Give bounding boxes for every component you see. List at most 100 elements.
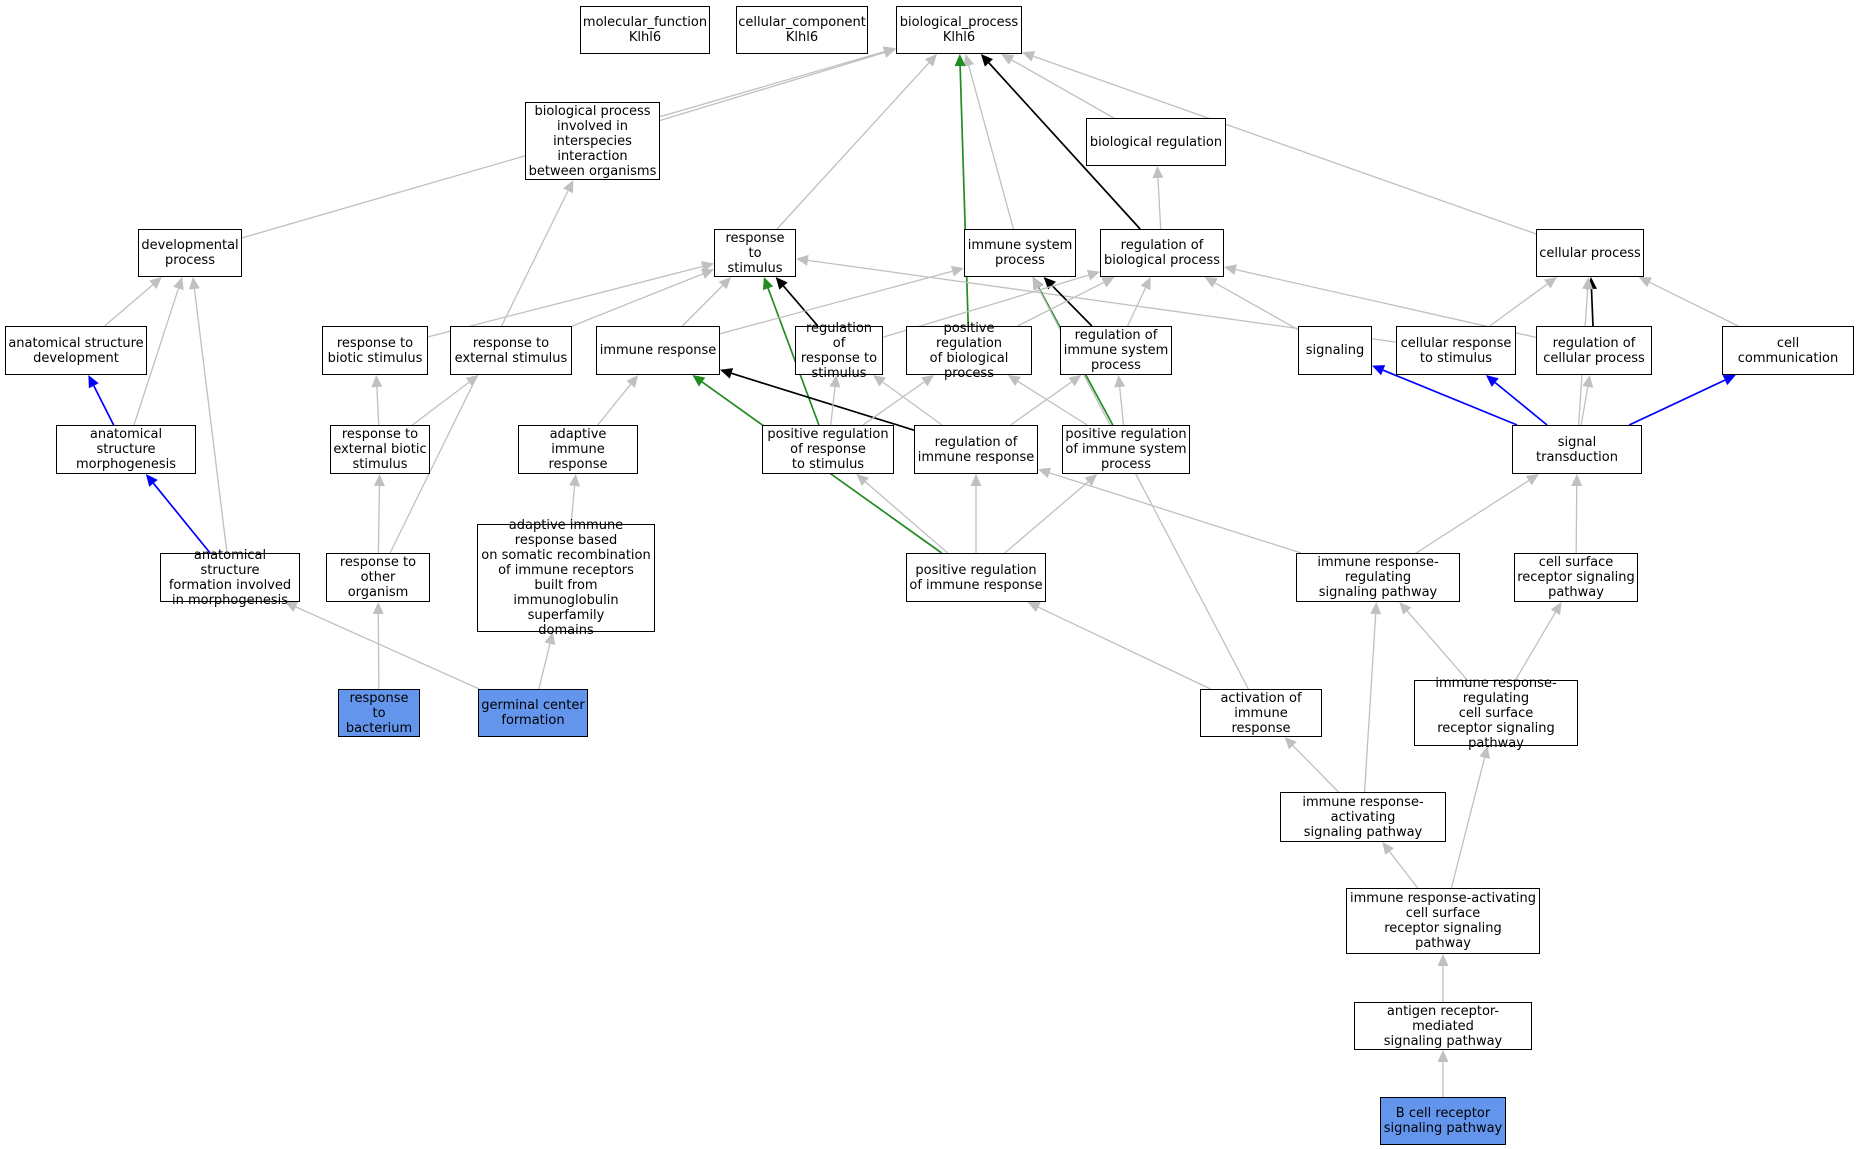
edge-arrowhead	[1068, 375, 1082, 387]
edge-anatmorph-to-devproc	[133, 288, 180, 426]
edge-regimmsys-to-regbio	[1126, 287, 1147, 327]
edge-posregimmresp-to-posregresp	[864, 481, 949, 554]
edge-arrowhead	[856, 474, 870, 487]
edge-arrowhead	[1638, 277, 1652, 288]
edge-sigtrans-to-regcell	[1580, 386, 1589, 426]
edge-imactcell-to-imregcell	[1450, 757, 1486, 889]
edge-arrowhead	[1152, 166, 1164, 179]
node-regulation-of-immune-system-process: regulation of immune system process	[1060, 326, 1172, 375]
node-label: activation of immune response	[1220, 690, 1302, 736]
node-cellular-process: cellular process	[1536, 229, 1644, 277]
node-label: signaling	[1305, 343, 1365, 358]
edge-imactcell-to-imactsig	[1389, 851, 1419, 889]
edge-immresp-to-respstim	[681, 285, 724, 327]
edge-arrowhead	[980, 54, 993, 67]
edge-arrowhead	[762, 277, 774, 291]
node-developmental-process: developmental process	[138, 229, 242, 277]
node-label: regulation of cellular process	[1543, 335, 1645, 366]
edge-posregresp-to-posregbio	[862, 381, 925, 426]
edge-sigtrans-to-cellcomm	[1628, 379, 1726, 426]
edge-immsys-to-bp	[968, 65, 1015, 230]
node-label: positive regulation of immune system pro…	[1065, 427, 1187, 472]
edge-arrowhead	[284, 601, 298, 612]
edge-regbio-to-bp	[988, 62, 1141, 230]
edge-arrowhead	[1382, 842, 1394, 855]
edge-germinal-to-adaptsomatic	[538, 643, 551, 690]
edge-arrowhead	[1038, 467, 1052, 479]
edge-imactsig-to-activation	[1292, 745, 1339, 793]
node-immune-response-regulating-signaling-pathway: immune response-regulating signaling pat…	[1296, 553, 1460, 602]
edge-imregcell-to-cellsurf	[1514, 612, 1556, 681]
node-cell-surface-receptor-signaling-pathway: cell surface receptor signaling pathway	[1514, 553, 1638, 602]
node-positive-regulation-of-response-to-stimulus: positive regulation of response to stimu…	[762, 425, 894, 474]
node-label: signal transduction	[1536, 434, 1618, 465]
node-positive-regulation-of-biological-process: positive regulation of biological proces…	[906, 321, 1032, 381]
edge-arrowhead	[1032, 277, 1044, 291]
edge-cellresp-to-respstim	[807, 259, 1397, 343]
node-label: positive regulation of immune response	[909, 562, 1043, 593]
node-label: cellular response to stimulus	[1400, 335, 1512, 366]
edge-regimmresp-to-immresp	[731, 372, 915, 432]
node-b-cell-receptor-signaling-pathway: B cell receptor signaling pathway	[1380, 1097, 1506, 1145]
edge-imregcell-to-imregsig	[1406, 610, 1468, 681]
node-response-to-other-organism: response to other organism	[326, 553, 430, 602]
node-label: regulation of immune system process	[1063, 328, 1169, 373]
edge-imregsig-to-sigtrans	[1415, 479, 1530, 554]
edge-cellcomm-to-cellproc	[1649, 281, 1739, 327]
node-label: response to other organism	[339, 555, 417, 600]
edge-arrowhead	[1140, 277, 1151, 291]
edge-arrowhead	[829, 375, 841, 388]
node-label: immune response-regulating signaling pat…	[1317, 555, 1439, 600]
node-label: immune system process	[967, 238, 1073, 268]
edge-arrowhead	[569, 474, 581, 487]
edge-arrowhead	[1370, 602, 1382, 615]
edge-arrowhead	[775, 277, 788, 290]
node-label: B cell receptor signaling pathway	[1383, 1106, 1503, 1136]
edge-arrowhead	[371, 375, 383, 388]
edge-arrowhead	[1722, 375, 1736, 386]
node-adaptive-immune-response: adaptive immune response	[518, 425, 638, 474]
node-antigen-receptor-mediated-signaling-pathway: antigen receptor-mediated signaling path…	[1354, 1002, 1532, 1050]
edge-arrowhead	[700, 268, 714, 279]
node-label: regulation of immune response	[917, 434, 1035, 465]
edge-sigtrans-to-cellresp	[1494, 381, 1548, 426]
node-cellular-response-to-stimulus: cellular response to stimulus	[1396, 326, 1516, 375]
edge-external-to-respstim	[571, 273, 704, 327]
edge-arrowhead	[1582, 375, 1594, 388]
edge-arrowhead	[720, 368, 734, 379]
edge-arrowhead	[1114, 375, 1126, 388]
edge-arrowhead	[1582, 277, 1594, 290]
edge-arrowhead	[1544, 277, 1558, 289]
node-label: response to stimulus	[725, 230, 785, 276]
edge-arrowhead	[188, 277, 200, 290]
node-regulation-of-biological-process: regulation of biological process	[1100, 229, 1224, 277]
node-signaling: signaling	[1298, 326, 1372, 375]
edge-arrowhead	[544, 632, 556, 645]
node-label: adaptive immune response	[548, 427, 608, 472]
edge-arrowhead	[1204, 277, 1218, 288]
edge-arrowhead	[872, 375, 886, 387]
edge-arrowhead	[1550, 602, 1562, 616]
edge-regbio-to-bioreg	[1157, 177, 1162, 230]
edge-activation-to-posregimmresp	[1038, 606, 1211, 690]
node-response-to-bacterium: response to bacterium	[338, 689, 420, 737]
node-label: anatomical structure morphogenesis	[75, 427, 177, 472]
edge-arrowhead	[373, 474, 385, 487]
edge-arrowhead	[1086, 269, 1100, 281]
node-anatomical-structure-formation: anatomical structure formation involved …	[160, 548, 300, 608]
edge-extbiotic-to-external	[412, 381, 470, 426]
edge-arrowhead	[1399, 602, 1412, 615]
edge-arrowhead	[563, 180, 574, 194]
edge-signaling-to-regbio	[1214, 282, 1299, 331]
edge-arrowhead	[954, 54, 966, 67]
node-label: response to biotic stimulus	[327, 335, 423, 366]
edge-arrowhead	[626, 375, 639, 388]
node-response-to-external-stimulus: response to external stimulus	[450, 326, 572, 375]
edge-arrowhead	[882, 46, 896, 57]
edge-arrowhead	[1485, 375, 1499, 387]
edge-cellproc-to-bp	[1033, 55, 1537, 235]
edge-arrowhead	[1001, 54, 1015, 65]
edge-arrowhead	[1043, 277, 1056, 290]
node-molecular-function: molecular_function Klhl6	[580, 6, 710, 54]
